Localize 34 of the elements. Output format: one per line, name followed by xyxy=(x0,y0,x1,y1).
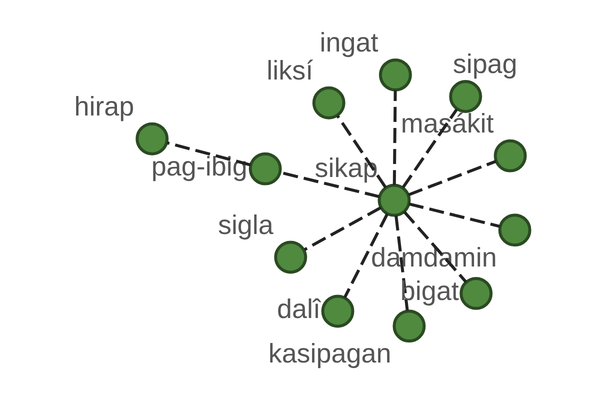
node-circle xyxy=(459,276,492,310)
node-circle xyxy=(377,183,410,216)
node-circle xyxy=(448,80,482,112)
node-label: sigla xyxy=(217,209,273,240)
connector xyxy=(401,108,458,188)
node-label: sipag xyxy=(452,48,517,79)
node-label: liksí xyxy=(266,54,313,85)
node-label: bigat xyxy=(400,276,458,306)
connector xyxy=(407,159,496,196)
node-label: hirap xyxy=(74,90,134,121)
node-label: kasipagan xyxy=(268,338,391,368)
connector xyxy=(336,114,386,188)
connector xyxy=(402,210,467,282)
node-label: dalî xyxy=(276,293,320,324)
node-circle xyxy=(135,122,168,155)
node-circle xyxy=(392,309,426,342)
node-label: damdamin xyxy=(370,242,496,272)
connector xyxy=(342,212,388,298)
node-label: ingat xyxy=(319,27,378,58)
node-circle xyxy=(378,58,412,91)
node-circle xyxy=(274,240,307,274)
node-circle xyxy=(248,152,282,185)
node-label: pag-ibig xyxy=(150,150,247,181)
connector xyxy=(166,140,250,166)
node-label: masákit xyxy=(400,108,494,138)
connector xyxy=(392,90,396,184)
node-circle xyxy=(498,213,531,246)
connector xyxy=(394,215,408,310)
connector xyxy=(303,206,381,250)
node-circle xyxy=(320,294,354,328)
node-circle xyxy=(493,138,526,172)
node-circle xyxy=(312,86,345,119)
connector xyxy=(408,202,500,228)
node-label: sikap xyxy=(314,152,378,182)
